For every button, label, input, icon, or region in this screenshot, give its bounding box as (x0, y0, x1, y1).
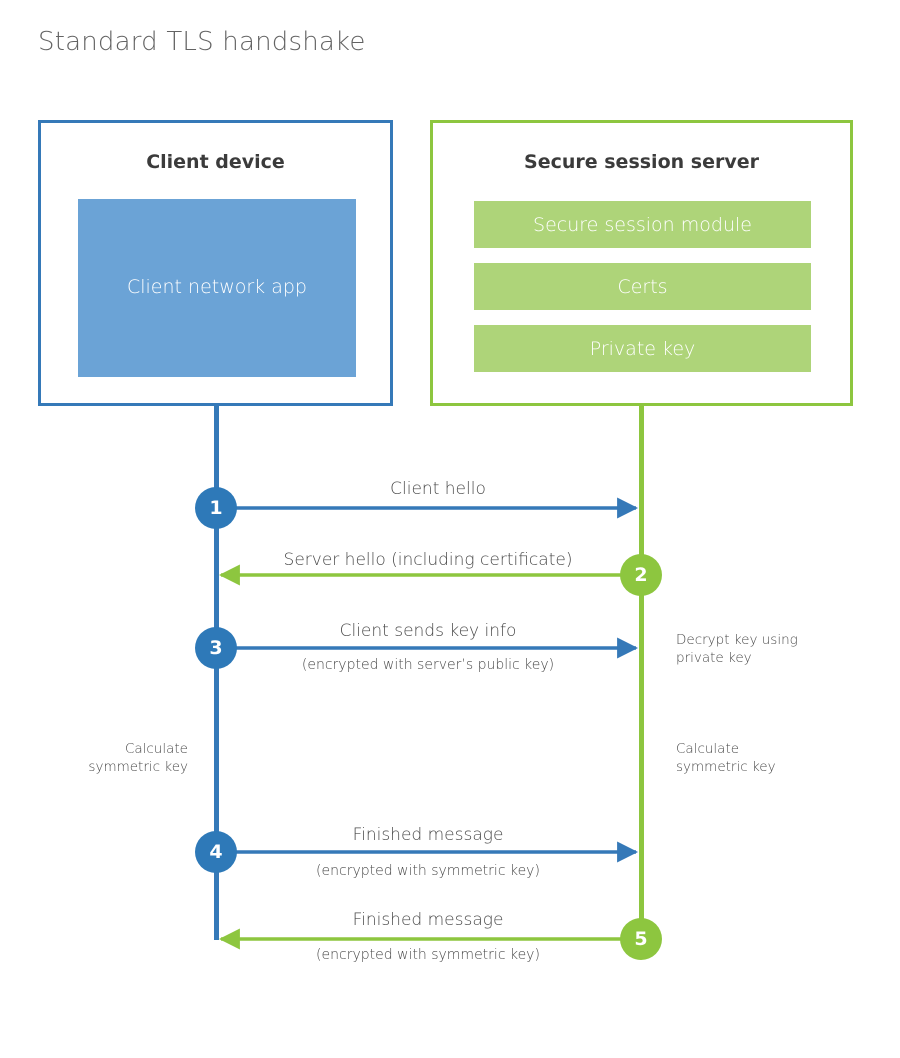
server-component-private-key: Private key (474, 325, 811, 372)
message-sublabel-step-3: (encrypted with server’s public key) (301, 657, 555, 673)
step-marker-4[interactable]: 4 (195, 831, 237, 873)
annotation-calculate-symmetric-key-server: Calculate symmetric key (676, 741, 776, 776)
step-marker-3[interactable]: 3 (195, 627, 237, 669)
step-marker-5[interactable]: 5 (620, 918, 662, 960)
message-label-step-5: Finished message (352, 910, 504, 930)
server-lifeline (639, 406, 644, 939)
client-device-box: Client device Client network app (38, 120, 393, 406)
step-marker-1[interactable]: 1 (195, 487, 237, 529)
message-label-step-1: Client hello (390, 479, 486, 499)
step-marker-2[interactable]: 2 (620, 554, 662, 596)
message-label-step-4: Finished message (352, 825, 504, 845)
message-label-step-2: Server hello (including certificate) (283, 550, 573, 570)
message-sublabel-step-4: (encrypted with symmetric key) (316, 863, 540, 879)
client-device-title: Client device (146, 151, 285, 173)
annotation-decrypt-key: Decrypt key using private key (676, 632, 798, 667)
page-title: Standard TLS handshake (38, 27, 366, 57)
server-components-list: Secure session module Certs Private key (474, 201, 811, 372)
client-network-app-block: Client network app (78, 199, 356, 377)
secure-session-server-box: Secure session server Secure session mod… (430, 120, 853, 406)
message-label-step-3: Client sends key info (339, 621, 517, 641)
server-component-secure-session-module: Secure session module (474, 201, 811, 248)
client-lifeline (214, 406, 219, 940)
server-component-certs: Certs (474, 263, 811, 310)
message-sublabel-step-5: (encrypted with symmetric key) (316, 947, 540, 963)
annotation-calculate-symmetric-key-client: Calculate symmetric key (88, 741, 188, 776)
secure-session-server-title: Secure session server (524, 151, 759, 173)
